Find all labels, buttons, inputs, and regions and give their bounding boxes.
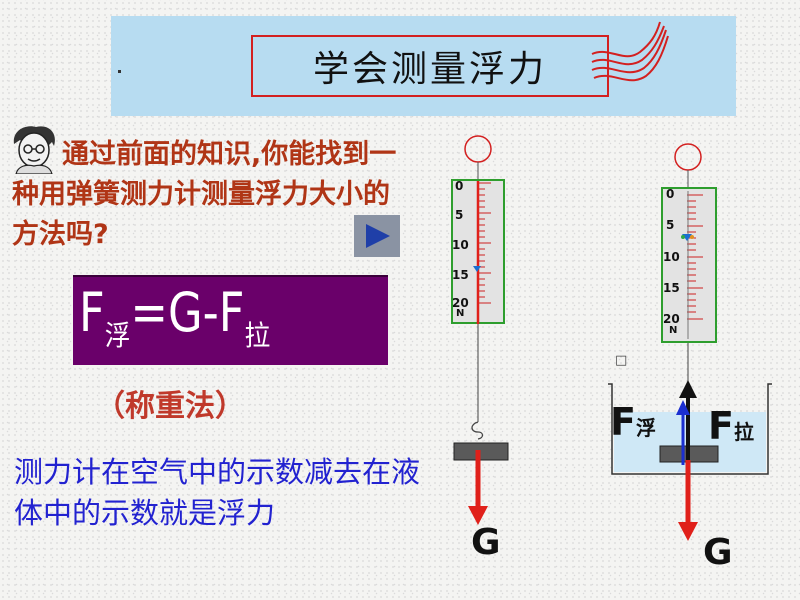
spring-scale-in-liquid: [608, 143, 772, 541]
student-avatar-icon: [13, 126, 55, 174]
banner-dot: [118, 70, 121, 73]
buoyancy-label: F浮: [610, 400, 656, 444]
weight-label: G: [471, 522, 501, 563]
page-title: 学会测量浮力: [251, 35, 609, 97]
tick-label: 20: [663, 312, 680, 326]
scale-ticks: [681, 191, 703, 339]
tick-label: 0: [455, 179, 464, 193]
spring-scale-in-air: [453, 135, 509, 525]
formula-box: F浮=G-F拉: [73, 275, 388, 365]
weight-label: G: [703, 532, 733, 573]
tick-label: 10: [663, 250, 680, 264]
tick-label: 15: [663, 281, 680, 295]
wave-decoration-icon: [591, 21, 669, 82]
question-text: 通过前面的知识,你能找到一种用弹簧测力计测量浮力大小的方法吗?: [12, 139, 397, 250]
method-label: （称重法）: [95, 389, 245, 424]
tick-label: 10: [452, 238, 469, 252]
hanging-weight: [453, 442, 509, 461]
unit-label: N: [669, 325, 678, 336]
scale-ticks: [473, 181, 491, 324]
scale-ring-icon: [464, 135, 492, 163]
tick-label: 15: [452, 268, 469, 282]
explanation-text: 测力计在空气中的示数减去在液体中的示数就是浮力: [14, 455, 421, 530]
play-button[interactable]: [354, 215, 400, 257]
tension-label: F拉: [708, 404, 754, 448]
buoyancy-formula: F浮=G-F拉: [79, 281, 271, 352]
tick-label: 0: [666, 187, 675, 201]
tick-label: 5: [666, 218, 675, 232]
unit-label: N: [456, 308, 465, 319]
scale-body: [661, 187, 717, 343]
play-triangle-icon: [366, 224, 390, 248]
scale-pointer: [473, 266, 481, 272]
tick-label: 20: [452, 296, 469, 310]
tick-label: 5: [455, 208, 464, 222]
placeholder-mark: □: [615, 353, 628, 368]
scale-ring-icon: [674, 143, 702, 171]
